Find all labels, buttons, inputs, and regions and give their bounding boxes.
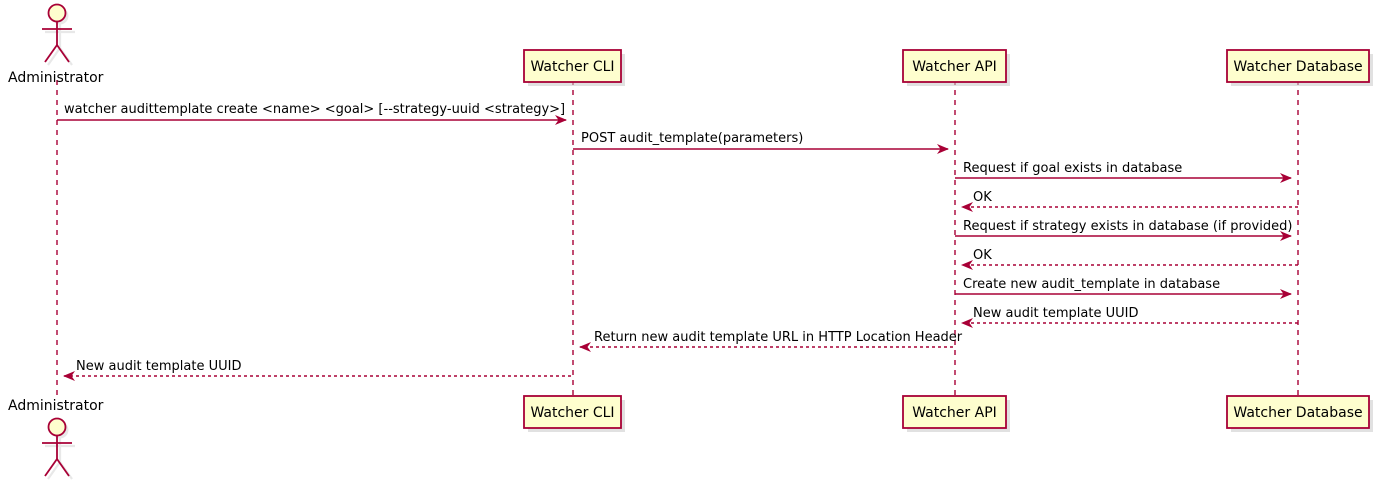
message-label: Return new audit template URL in HTTP Lo… bbox=[594, 330, 963, 345]
message-8[interactable]: New audit template UUID bbox=[961, 306, 1298, 328]
participant-label-watcher-api-top: Watcher API bbox=[912, 59, 997, 75]
actor-administrator-top[interactable]: Administrator bbox=[8, 3, 104, 87]
participant-label-watcher-database-bottom: Watcher Database bbox=[1233, 405, 1362, 421]
message-label: Create new audit_template in database bbox=[963, 277, 1220, 292]
participant-label-watcher-database-top: Watcher Database bbox=[1233, 59, 1362, 75]
participant-rect bbox=[523, 395, 622, 429]
message-7[interactable]: Create new audit_template in database bbox=[955, 277, 1292, 299]
participant-box-watcher-database-bottom[interactable]: Watcher Database bbox=[1226, 395, 1373, 432]
message-label: New audit template UUID bbox=[973, 306, 1138, 321]
message-label: OK bbox=[973, 190, 992, 205]
message-label: POST audit_template(parameters) bbox=[581, 131, 803, 146]
message-1[interactable]: watcher audittemplate create <name> <goa… bbox=[57, 102, 567, 125]
message-10[interactable]: New audit template UUID bbox=[63, 359, 571, 381]
actor-leg-left bbox=[44, 458, 58, 477]
participant-rect bbox=[902, 395, 1007, 429]
actor-label-administrator-top: Administrator bbox=[8, 70, 104, 86]
actor-administrator-bottom[interactable]: Administrator bbox=[8, 398, 104, 480]
participant-box-watcher-cli-bottom[interactable]: Watcher CLI bbox=[523, 395, 625, 432]
actor-leg-right bbox=[56, 44, 70, 63]
participant-rect bbox=[523, 49, 622, 83]
participant-label-watcher-api-bottom: Watcher API bbox=[912, 405, 997, 421]
participant-box-watcher-cli-top[interactable]: Watcher CLI bbox=[523, 49, 625, 86]
message-4[interactable]: OK bbox=[961, 190, 1298, 212]
actor-leg-right bbox=[56, 458, 70, 477]
message-2[interactable]: POST audit_template(parameters) bbox=[573, 131, 949, 154]
message-label: watcher audittemplate create <name> <goa… bbox=[64, 102, 565, 117]
message-9[interactable]: Return new audit template URL in HTTP Lo… bbox=[579, 330, 963, 352]
message-label: Request if strategy exists in database (… bbox=[963, 219, 1292, 234]
message-5[interactable]: Request if strategy exists in database (… bbox=[955, 219, 1292, 241]
participant-box-watcher-api-bottom[interactable]: Watcher API bbox=[902, 395, 1010, 432]
message-label: Request if goal exists in database bbox=[963, 161, 1182, 176]
participant-box-watcher-api-top[interactable]: Watcher API bbox=[902, 49, 1010, 86]
participant-box-watcher-database-top[interactable]: Watcher Database bbox=[1226, 49, 1373, 86]
participant-label-watcher-cli-top: Watcher CLI bbox=[530, 59, 614, 75]
actor-head-icon bbox=[47, 417, 67, 437]
message-3[interactable]: Request if goal exists in database bbox=[955, 161, 1292, 183]
message-6[interactable]: OK bbox=[961, 248, 1298, 270]
actor-leg-left bbox=[44, 44, 58, 63]
participant-label-watcher-cli-bottom: Watcher CLI bbox=[530, 405, 614, 421]
participant-rect bbox=[902, 49, 1007, 83]
actor-label-administrator-bottom: Administrator bbox=[8, 398, 104, 414]
participant-rect bbox=[1226, 395, 1370, 429]
lifelines-group bbox=[56, 80, 1299, 396]
message-label: OK bbox=[973, 248, 992, 263]
actor-head-icon bbox=[47, 3, 67, 23]
participant-rect bbox=[1226, 49, 1370, 83]
message-label: New audit template UUID bbox=[76, 359, 241, 374]
